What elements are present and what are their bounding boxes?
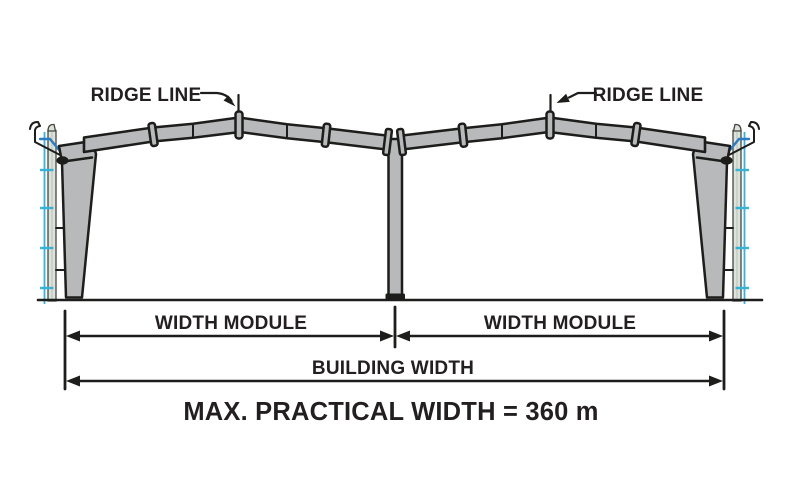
- girt-ticks: [40, 168, 54, 290]
- arrowhead-icon: [380, 330, 394, 342]
- center-column-base-plate: [385, 293, 405, 300]
- valley-end-plate: [381, 127, 394, 157]
- ridge-splice-plate: [234, 110, 244, 140]
- arrowhead-icon: [396, 330, 410, 342]
- ridge-annotation-right: RIDGE LINE: [556, 85, 704, 106]
- width-module-right-label: WIDTH MODULE: [484, 313, 636, 334]
- eave-gutter-detail: [29, 120, 63, 157]
- leader-line: [567, 91, 598, 99]
- arrowhead-icon: [709, 330, 723, 342]
- width-module-left-label: WIDTH MODULE: [155, 313, 307, 334]
- arrowhead-icon: [66, 375, 80, 387]
- center-column: [385, 137, 405, 300]
- splice-plate: [147, 121, 159, 148]
- eave-brace: [38, 137, 64, 155]
- frame-gable-right: [395, 93, 761, 306]
- splice-plate: [320, 122, 332, 148]
- ridge-line-right-label: RIDGE LINE: [593, 85, 704, 106]
- building-width-label: BUILDING WIDTH: [312, 358, 474, 379]
- frame-gable-left: [29, 93, 394, 304]
- eave-bolt: [56, 156, 69, 165]
- dimension-width-module-left: WIDTH MODULE: [66, 313, 394, 342]
- arrowhead-icon: [709, 375, 723, 387]
- dimension-building-width: BUILDING WIDTH: [66, 358, 723, 387]
- sidewall-column: [57, 139, 98, 299]
- ridge-line-left-label: RIDGE LINE: [91, 85, 202, 106]
- leader-arrowhead-icon: [556, 93, 570, 103]
- dimension-width-module-right: WIDTH MODULE: [396, 313, 723, 342]
- center-column-shaft: [387, 137, 404, 299]
- wall-panel-cap: [47, 123, 57, 132]
- max-practical-width-label: MAX. PRACTICAL WIDTH = 360 m: [183, 398, 598, 426]
- leader-arrowhead-icon: [223, 95, 236, 107]
- dimensions: WIDTH MODULE WIDTH MODULE BUILDING WIDTH…: [63, 305, 726, 426]
- arrowhead-icon: [66, 330, 80, 342]
- ridge-annotation-left: RIDGE LINE: [91, 85, 236, 107]
